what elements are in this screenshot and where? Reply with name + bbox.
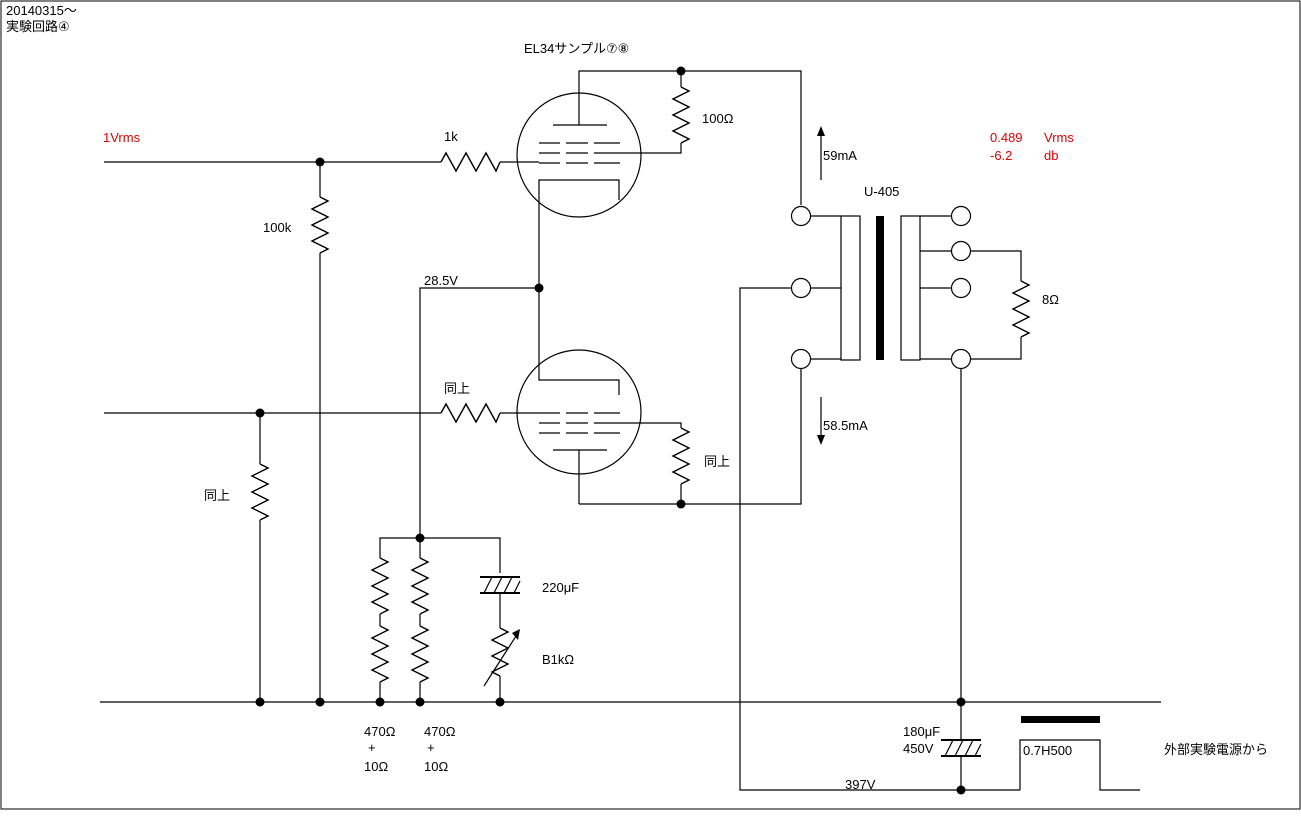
load-resistor [1011,280,1031,338]
lower-plate-wire [579,368,802,505]
terminal-primary-bottom [790,348,812,370]
output-gain-unit: db [1044,148,1058,163]
same-label-2: 同上 [704,454,730,469]
same-label-3: 同上 [204,488,230,503]
cathode-resistor-1b [370,625,390,683]
grid-resistor [440,151,501,173]
screen-resistor [671,86,691,144]
r2-label-line1: 470Ω [424,724,456,739]
variable-resistor-label: B1kΩ [542,652,574,667]
grid-leak-resistor [310,196,330,254]
current-top-label: 59mA [823,148,857,163]
external-supply-label: 外部実験電源から [1164,742,1268,757]
choke-label: 0.7H500 [1023,743,1072,758]
b-plus-wire [739,287,1020,791]
output-transformer [840,215,921,361]
transformer-label: U-405 [864,184,899,199]
terminal-secondary-2 [950,240,972,262]
r1-label-line1: 470Ω [364,724,396,739]
output-level-value: 0.489 [990,130,1023,145]
current-arrow-up [817,126,825,180]
cathode-capacitor-label: 220μF [542,580,579,595]
r1-label-line3: 10Ω [364,759,388,774]
supply-cap-voltage: 450V [903,741,934,756]
cathode-voltage-label: 28.5V [424,273,458,288]
same-label-1: 同上 [444,381,470,396]
grid-leak-resistor-2 [250,463,270,521]
node-upper-top [676,66,686,76]
cathode-resistor-2b [410,625,430,683]
terminal-primary-center [790,277,812,299]
grid-resistor-2 [440,402,501,424]
cathode-resistor-2a [410,557,430,615]
screen-resistor-label: 100Ω [702,111,734,126]
screen-resistor-2 [671,427,691,485]
r2-label-line3: 10Ω [424,759,448,774]
header-date: 20140315～ [6,3,77,18]
variable-resistor-arrow [483,632,519,687]
choke [1019,716,1140,791]
upper-tube [516,92,642,218]
cathode-resistor-1a [370,557,390,615]
upper-plate-wire [578,70,802,205]
load-label: 8Ω [1042,292,1059,307]
supply-voltage-label: 397V [845,777,876,792]
r1-label-line2: + [368,740,376,755]
terminal-secondary-4 [950,348,972,370]
header-subtitle: 実験回路④ [6,19,70,34]
grid-resistor-label: 1k [444,129,458,144]
current-arrow-down [817,397,825,445]
lower-tube [516,349,642,504]
output-gain-value: -6.2 [990,148,1012,163]
terminal-secondary-3 [950,277,972,299]
terminal-primary-top [790,205,812,227]
r2-label-line2: + [427,740,435,755]
supply-capacitor [941,739,982,757]
input-level: 1Vrms [103,130,141,145]
current-bottom-label: 58.5mA [823,418,868,433]
supply-cap-value: 180μF [903,724,940,739]
grid-leak-label: 100k [263,220,292,235]
terminal-secondary-1 [950,205,972,227]
output-level-unit: Vrms [1044,130,1074,145]
variable-resistor [490,627,510,677]
tube-title: EL34サンプル⑦⑧ [524,41,629,56]
cathode-capacitor [480,576,521,594]
